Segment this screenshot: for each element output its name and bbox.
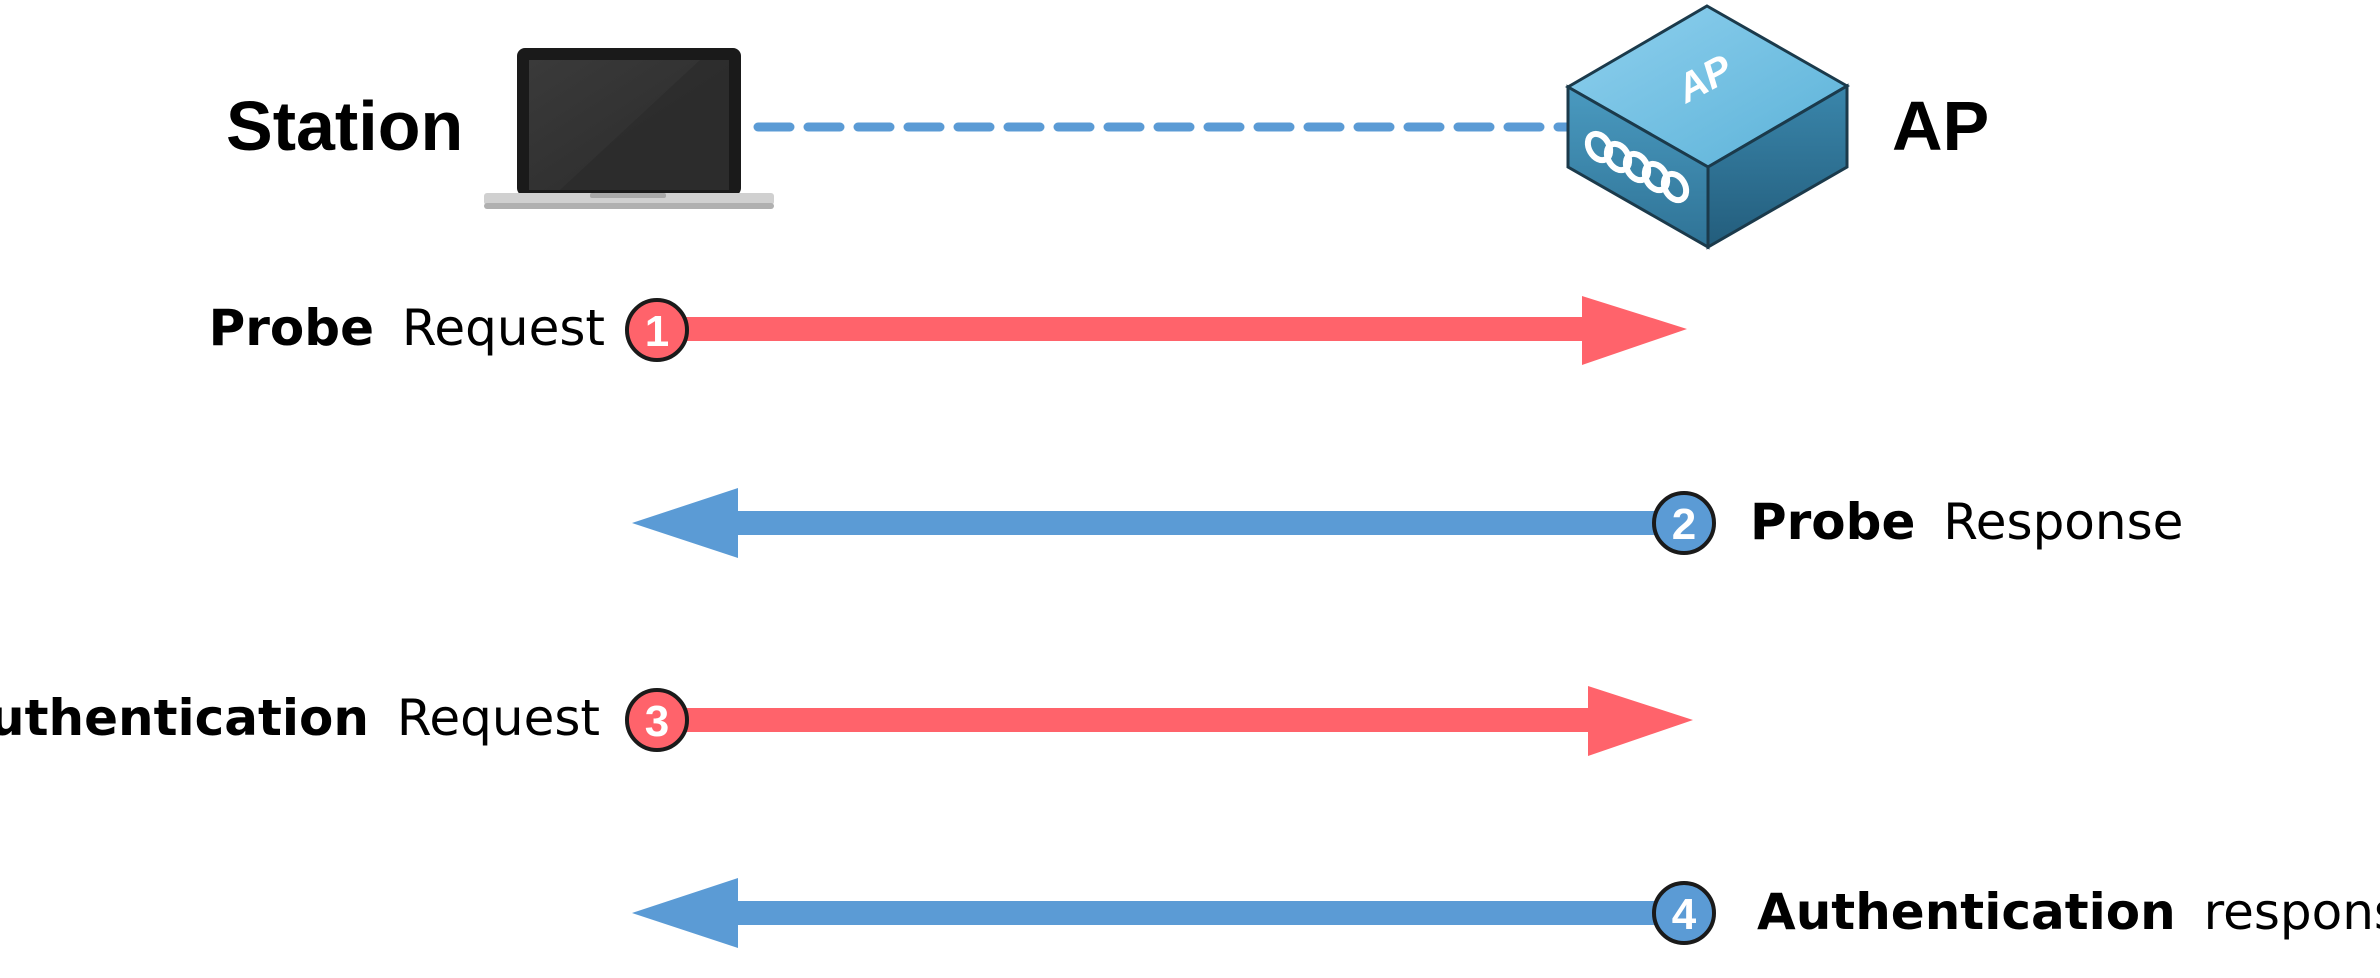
- step-3-badge: [625, 688, 689, 752]
- laptop-icon: [484, 48, 774, 209]
- message-1-arrow-head: [1582, 296, 1687, 365]
- message-2-arrow-head: [632, 488, 738, 558]
- message-4-rest: response: [2204, 883, 2380, 941]
- step-3-number: 3: [645, 697, 669, 746]
- message-3-rest: Request: [397, 689, 600, 747]
- message-1-rest: Request: [402, 299, 605, 357]
- step-2-number: 2: [1672, 500, 1696, 549]
- message-4-strong: Authentication: [1757, 883, 2176, 941]
- station-label: Station: [226, 87, 463, 165]
- ap-ports-icon: [1584, 130, 1690, 204]
- message-2-arrow-shaft: [733, 511, 1685, 535]
- message-2: 2 Probe Response: [632, 488, 2183, 558]
- message-3-strong: Authentication: [0, 689, 369, 747]
- step-1-number: 1: [645, 307, 669, 356]
- step-4-badge: [1652, 881, 1716, 945]
- message-4-label: Authentication response: [1757, 883, 2380, 941]
- message-4: 4 Authentication response: [632, 878, 2380, 948]
- message-3-arrow-head: [1588, 686, 1693, 756]
- step-1-badge: [625, 298, 689, 362]
- access-point-icon: AP: [1564, 4, 1851, 250]
- step-4-number: 4: [1672, 890, 1697, 939]
- message-1-strong: Probe: [209, 299, 374, 357]
- message-1: Probe Request 1: [209, 296, 1687, 365]
- step-2-badge: [1652, 491, 1716, 555]
- message-2-label: Probe Response: [1750, 493, 2183, 551]
- message-1-arrow-shaft: [657, 317, 1585, 341]
- message-1-label: Probe Request: [209, 299, 605, 357]
- message-3: Authentication Request 3: [0, 686, 1693, 756]
- message-3-arrow-shaft: [657, 708, 1592, 732]
- message-2-rest: Response: [1943, 493, 2183, 551]
- message-2-strong: Probe: [1750, 493, 1915, 551]
- message-3-label: Authentication Request: [0, 689, 600, 747]
- ap-label: AP: [1892, 87, 1989, 165]
- message-4-arrow-shaft: [733, 901, 1685, 925]
- message-4-arrow-head: [632, 878, 738, 948]
